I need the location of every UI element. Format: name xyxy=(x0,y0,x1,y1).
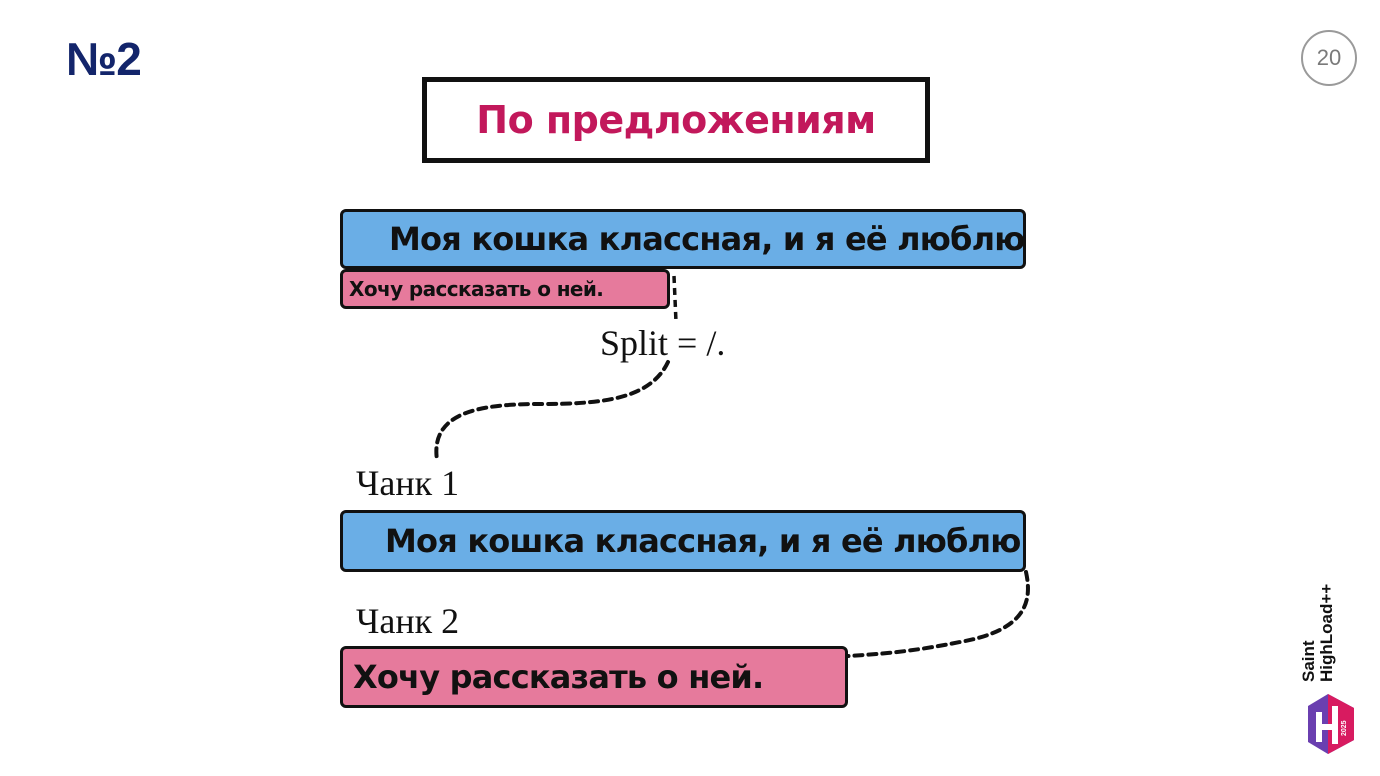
split-marker-line xyxy=(672,275,678,323)
slide-number: №2 xyxy=(66,33,142,85)
source-sentence-1: Моя кошка классная, и я её люблю. xyxy=(340,209,1026,269)
chunk-1-label: Чанк 1 xyxy=(356,463,460,503)
highload-logo-icon: 2025 xyxy=(1308,694,1354,754)
title-box: По предложениям xyxy=(422,77,930,163)
source-sentence-2: Хочу рассказать о ней. xyxy=(340,269,670,309)
brand-year: 2025 xyxy=(1341,720,1348,736)
chunk-1-bar: Моя кошка классная, и я её люблю. xyxy=(340,510,1026,572)
split-to-chunk1-connector xyxy=(434,360,670,462)
slide-title: По предложениям xyxy=(476,98,876,142)
chunk-2-label: Чанк 2 xyxy=(356,601,460,641)
chunk-2-bar: Хочу рассказать о ней. xyxy=(340,646,848,708)
page-number-badge: 20 xyxy=(1301,30,1357,86)
chunk1-to-chunk2-connector xyxy=(846,570,1030,658)
split-label: Split = /. xyxy=(600,323,726,363)
